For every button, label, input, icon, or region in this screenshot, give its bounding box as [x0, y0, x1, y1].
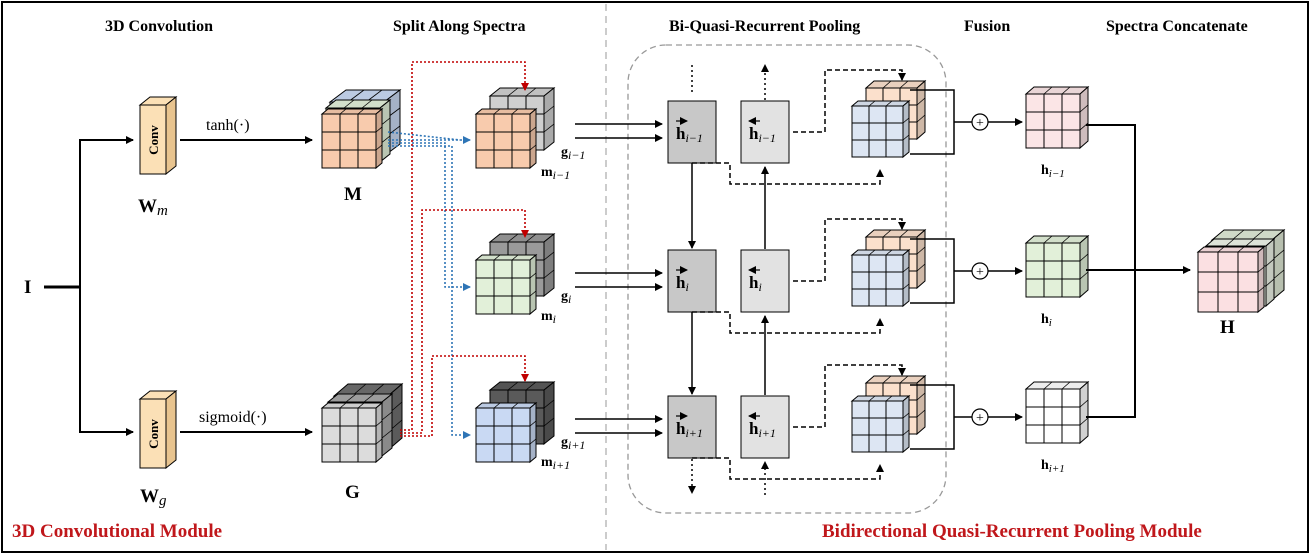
split-arrows-red [400, 61, 529, 437]
activation-sigmoid: sigmoid(·) [199, 409, 267, 426]
fusion-cube-front-0 [850, 99, 911, 159]
output-cube-2 [1024, 380, 1090, 445]
backward-node-label-0: hi−1 [749, 124, 776, 145]
forward-node-label-0: hi−1 [676, 124, 703, 145]
cube-m [320, 107, 384, 170]
tensor-label-g: G [345, 482, 360, 503]
label-g-2: gi+1 [561, 435, 585, 452]
backward-node-label-2: hi+1 [749, 419, 776, 440]
fusion-cube-front-2 [850, 394, 911, 454]
cube-m-slice-2 [474, 401, 538, 464]
fusion-plus-label-0: + [976, 116, 984, 131]
weight-label-wg: Wg [140, 486, 167, 509]
cube-g [320, 401, 384, 464]
arrow-input-to-conv-g [79, 287, 134, 436]
input-label: I [24, 277, 31, 298]
label-m-2: mi+1 [541, 455, 570, 472]
header-spectra-concatenate: Spectra Concatenate [1106, 18, 1248, 35]
tensor-label-m: M [344, 184, 362, 205]
header-3d-convolution: 3D Convolution [105, 18, 213, 35]
module-label-3d-convolutional: 3D Convolutional Module [12, 521, 222, 542]
cube-m-slice-0 [474, 107, 538, 170]
module-label-bidirectional-qrp: Bidirectional Quasi-Recurrent Pooling Mo… [822, 521, 1202, 542]
conv-block-g: Conv [138, 389, 178, 470]
activation-tanh: tanh(·) [206, 117, 250, 134]
backward-node-0 [740, 100, 790, 164]
forward-to-fusion-0 [692, 162, 884, 185]
forward-to-fusion-1 [692, 311, 884, 334]
biqrnn-region [627, 44, 947, 514]
backward-node-1 [740, 249, 790, 313]
cube-layer [320, 86, 1286, 464]
concat-lines [1086, 124, 1191, 418]
tensor-label-h: H [1220, 317, 1235, 338]
conv-label-g: Conv [146, 419, 161, 449]
output-label-2: hi+1 [1041, 458, 1065, 475]
final-cube-h [1196, 245, 1266, 314]
forward-node-label-2: hi+1 [676, 419, 703, 440]
cube-m-slice-1 [474, 253, 538, 316]
qrnn-layer: hi−1 hi−1 + hi−1 hi hi + hi hi+1 hi+1 + hi+1 [575, 64, 1090, 495]
output-label-1: hi [1041, 312, 1052, 329]
header-bi-quasi-recurrent-pooling: Bi-Quasi-Recurrent Pooling [669, 18, 860, 35]
forward-to-fusion-2 [692, 457, 884, 480]
split-arrows-blue [387, 131, 471, 439]
output-cube-1 [1024, 234, 1090, 299]
weight-label-wm: Wm [138, 196, 168, 219]
header-fusion: Fusion [964, 18, 1010, 35]
forward-node-2 [667, 395, 717, 459]
backward-node-2 [740, 395, 790, 459]
conv-label-m: Conv [146, 125, 161, 155]
conv-block-m: Conv [138, 95, 178, 176]
fusion-cube-front-1 [850, 248, 911, 308]
output-label-0: hi−1 [1041, 163, 1065, 180]
fusion-plus-label-2: + [976, 411, 984, 426]
arrow-input-to-conv-m [79, 136, 134, 287]
forward-node-1 [667, 249, 717, 313]
label-m-0: mi−1 [541, 165, 570, 182]
label-g-1: gi [561, 289, 571, 306]
forward-node-label-1: hi [676, 273, 689, 294]
header-split-along-spectra: Split Along Spectra [393, 18, 525, 35]
output-cube-0 [1024, 85, 1090, 150]
backward-node-label-1: hi [749, 273, 762, 294]
label-g-0: gi−1 [561, 145, 585, 162]
fusion-plus-label-1: + [976, 265, 984, 280]
label-m-1: mi [541, 309, 556, 326]
